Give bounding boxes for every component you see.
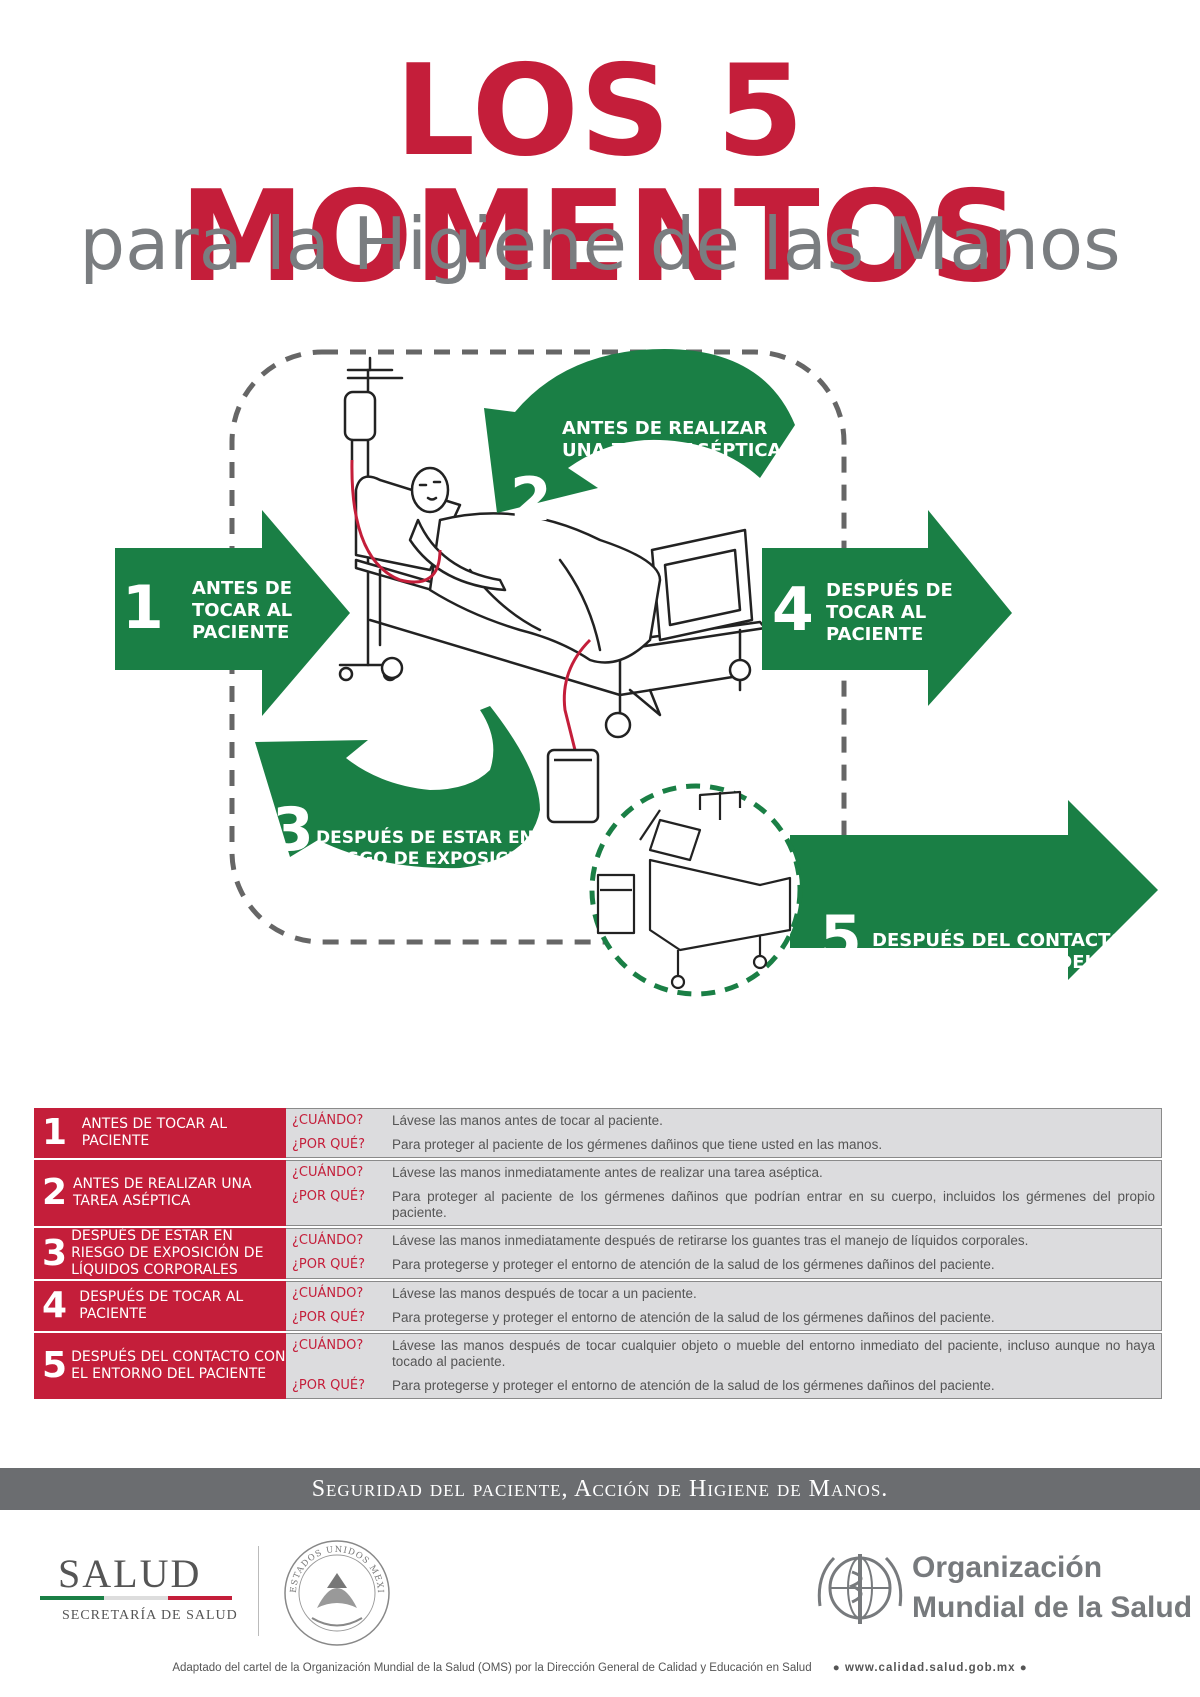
who-logo-icon (817, 1554, 903, 1624)
moment-1-number: 1 (122, 573, 164, 643)
row-header: 5 DESPUÉS DEL CONTACTO CON EL ENTORNO DE… (34, 1333, 286, 1399)
salud-subtitle: SECRETARÍA DE SALUD (62, 1608, 238, 1623)
row-body: ¿CUÁNDO? Lávese las manos después de toca… (286, 1281, 1162, 1331)
why-text: Para protegerse y proteger el entorno de… (392, 1310, 995, 1325)
moment-2-number: 2 (510, 465, 552, 535)
moment-1-label: ANTES DE TOCAR AL PACIENTE (192, 578, 293, 643)
website-url[interactable]: www.calidad.salud.gob.mx (844, 1662, 1016, 1674)
row-title: DESPUÉS DEL CONTACTO CON EL ENTORNO DEL … (71, 1349, 286, 1382)
svg-text:ESTADOS UNIDOS MEXICANOS: ESTADOS UNIDOS MEXICANOS (282, 1538, 385, 1594)
when-label: ¿CUÁNDO? (292, 1338, 364, 1353)
row-body: ¿CUÁNDO? Lávese las manos después de toca… (286, 1333, 1162, 1399)
moment-3-label: DESPUÉS DE ESTAR EN RIESGO DE EXPOSICIÓN… (316, 828, 575, 890)
table-row: 2 ANTES DE REALIZAR UNA TAREA ASÉPTICA ¿… (34, 1160, 1162, 1228)
row-title: ANTES DE TOCAR AL PACIENTE (81, 1116, 228, 1149)
when-text: Lávese las manos inmediatamente después … (392, 1233, 1029, 1248)
row-body: ¿CUÁNDO? Lávese las manos inmediatamente … (286, 1160, 1162, 1226)
drainage-bag-icon (546, 748, 600, 824)
when-text: Lávese las manos después de tocar cualqu… (392, 1338, 1155, 1369)
iv-tube (350, 459, 442, 584)
poster-title: LOS 5 MOMENTOS (179, 37, 1021, 310)
table-row: 3 DESPUÉS DE ESTAR EN RIESGO DE EXPOSICI… (34, 1228, 1162, 1281)
website-link[interactable]: ● www.calidad.salud.gob.mx ● (832, 1662, 1028, 1674)
when-label: ¿CUÁNDO? (292, 1233, 364, 1248)
moment-3-number: 3 (272, 795, 314, 865)
moment-2-label: ANTES DE REALIZAR UNA TAREA ASÉPTICA (562, 418, 782, 461)
seal-lettering: ESTADOS UNIDOS MEXICANOS (282, 1538, 385, 1594)
five-moments-illustration (115, 348, 1158, 997)
moment-5-label: DESPUÉS DEL CONTACTO CON EL ENTORNO DEL … (872, 930, 1126, 995)
hospital-bed-icon (338, 356, 767, 739)
row-number: 2 (42, 1172, 68, 1213)
why-label: ¿POR QUÉ? (292, 1137, 365, 1152)
when-text: Lávese las manos después de tocar a un p… (392, 1286, 697, 1301)
salud-logo: SALUD (58, 1551, 202, 1596)
row-number: 5 (42, 1345, 68, 1386)
why-text: Para protegerse y proteger el entorno de… (392, 1257, 995, 1272)
slogan-band: Seguridad del paciente, Acción de Higien… (0, 1468, 1200, 1510)
row-number: 3 (42, 1232, 68, 1274)
row-number: 4 (42, 1285, 68, 1326)
why-text: Para proteger al paciente de los gérmene… (392, 1189, 1155, 1220)
when-text: Lávese las manos inmediatamente antes de… (392, 1165, 823, 1180)
why-text: Para protegerse y proteger el entorno de… (392, 1378, 995, 1393)
row-header: 2 ANTES DE REALIZAR UNA TAREA ASÉPTICA (34, 1160, 286, 1226)
moment-4-arrow (762, 510, 1012, 706)
row-header: 4 DESPUÉS DE TOCAR AL PACIENTE (34, 1281, 286, 1331)
row-body: ¿CUÁNDO? Lávese las manos inmediatamente … (286, 1228, 1162, 1279)
why-label: ¿POR QUÉ? (292, 1189, 365, 1204)
table-row: 5 DESPUÉS DEL CONTACTO CON EL ENTORNO DE… (34, 1333, 1162, 1401)
credit-line: Adaptado del cartel de la Organización M… (0, 1662, 1200, 1674)
why-label: ¿POR QUÉ? (292, 1257, 365, 1272)
row-header: 3 DESPUÉS DE ESTAR EN RIESGO DE EXPOSICI… (34, 1228, 286, 1279)
row-title: ANTES DE REALIZAR UNA TAREA ASÉPTICA (72, 1176, 252, 1209)
moment-4-number: 4 (772, 575, 814, 645)
when-label: ¿CUÁNDO? (292, 1165, 364, 1180)
credit-text: Adaptado del cartel de la Organización M… (172, 1662, 812, 1674)
when-label: ¿CUÁNDO? (292, 1286, 364, 1301)
row-number: 1 (42, 1112, 68, 1153)
moment-5-number: 5 (820, 903, 862, 973)
moment-4-label: DESPUÉS DE TOCAR AL PACIENTE (826, 580, 953, 645)
moment-1-arrow (115, 510, 350, 716)
why-label: ¿POR QUÉ? (292, 1310, 365, 1325)
row-header: 1 ANTES DE TOCAR AL PACIENTE (34, 1108, 286, 1158)
when-label: ¿CUÁNDO? (292, 1113, 364, 1128)
why-text: Para proteger al paciente de los gérmene… (392, 1137, 883, 1152)
row-title: DESPUÉS DE TOCAR AL PACIENTE (79, 1289, 244, 1322)
moment-5-arrow (790, 800, 1158, 980)
row-title: DESPUÉS DE ESTAR EN RIESGO DE EXPOSICIÓN… (71, 1228, 264, 1278)
row-body: ¿CUÁNDO? Lávese las manos antes de tocar … (286, 1108, 1162, 1158)
salud-logo-stripe (40, 1596, 232, 1600)
table-row: 4 DESPUÉS DE TOCAR AL PACIENTE ¿CUÁNDO? L… (34, 1281, 1162, 1333)
moment-3-arrow (255, 706, 540, 869)
who-name: Organización Mundial de la Salud (912, 1551, 1193, 1624)
drainage-tube (562, 638, 592, 751)
table-row: 1 ANTES DE TOCAR AL PACIENTE ¿CUÁNDO? Láv… (34, 1108, 1162, 1160)
mexican-seal-icon (284, 1540, 390, 1646)
logo-divider (258, 1546, 259, 1636)
moments-table: 1 ANTES DE TOCAR AL PACIENTE ¿CUÁNDO? Láv… (34, 1108, 1162, 1401)
empty-bed-icon (596, 790, 792, 990)
when-text: Lávese las manos antes de tocar al pacie… (392, 1113, 663, 1128)
moment-2-arrow (484, 348, 795, 513)
poster-subtitle: para la Higiene de las Manos (79, 202, 1121, 286)
why-label: ¿POR QUÉ? (292, 1378, 365, 1393)
